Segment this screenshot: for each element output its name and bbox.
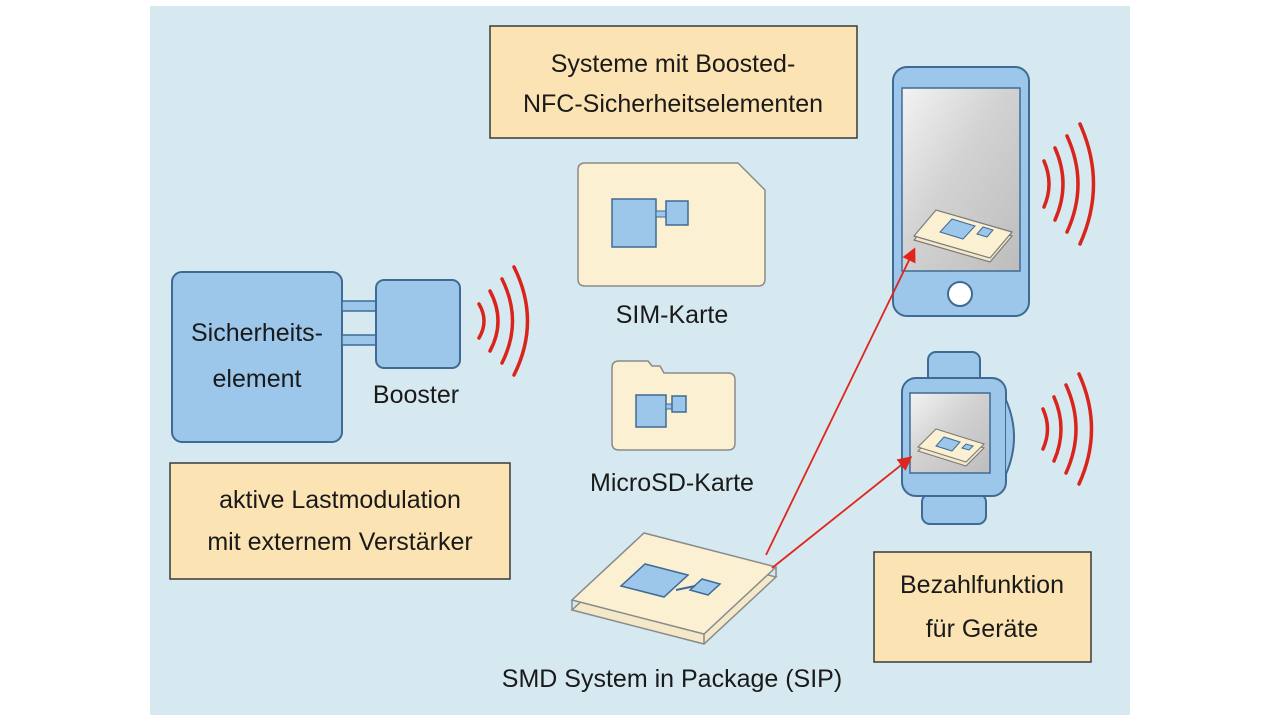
- payment-line-2: für Geräte: [926, 615, 1039, 643]
- smartphone-icon: [892, 66, 1030, 317]
- nfc-wave-icon: [477, 265, 530, 377]
- booster-chip: [375, 279, 461, 369]
- secure-element-block: Sicherheits- element: [171, 271, 343, 443]
- modulation-line-1: aktive Lastmodulation: [219, 486, 461, 514]
- sim-card-icon: [577, 162, 766, 287]
- modulation-box: aktive Lastmodulation mit externem Verst…: [169, 462, 511, 580]
- microsd-card-label: MicroSD-Karte: [590, 469, 754, 497]
- nfc-wave-icon: [1041, 372, 1094, 486]
- sip-label: SMD System in Package (SIP): [502, 665, 842, 693]
- sip-to-devices-arrows: [765, 247, 916, 569]
- modulation-line-2: mit externem Verstärker: [207, 528, 472, 556]
- smartwatch-icon: [901, 351, 1015, 525]
- payment-line-1: Bezahlfunktion: [900, 571, 1064, 599]
- title-line-1: Systeme mit Boosted-: [551, 50, 796, 78]
- booster-label: Booster: [373, 381, 459, 409]
- title-box: Systeme mit Boosted- NFC-Sicherheitselem…: [489, 25, 858, 139]
- secure-element-line-1: Sicherheits-: [191, 319, 323, 347]
- microsd-card-icon: [611, 360, 736, 451]
- title-line-2: NFC-Sicherheitselementen: [523, 90, 823, 118]
- nfc-wave-icon: [1042, 122, 1096, 246]
- payment-box: Bezahlfunktion für Geräte: [873, 551, 1092, 663]
- sip-chip-icon: [570, 532, 778, 645]
- sim-card-label: SIM-Karte: [616, 301, 729, 329]
- secure-element-line-2: element: [213, 365, 302, 393]
